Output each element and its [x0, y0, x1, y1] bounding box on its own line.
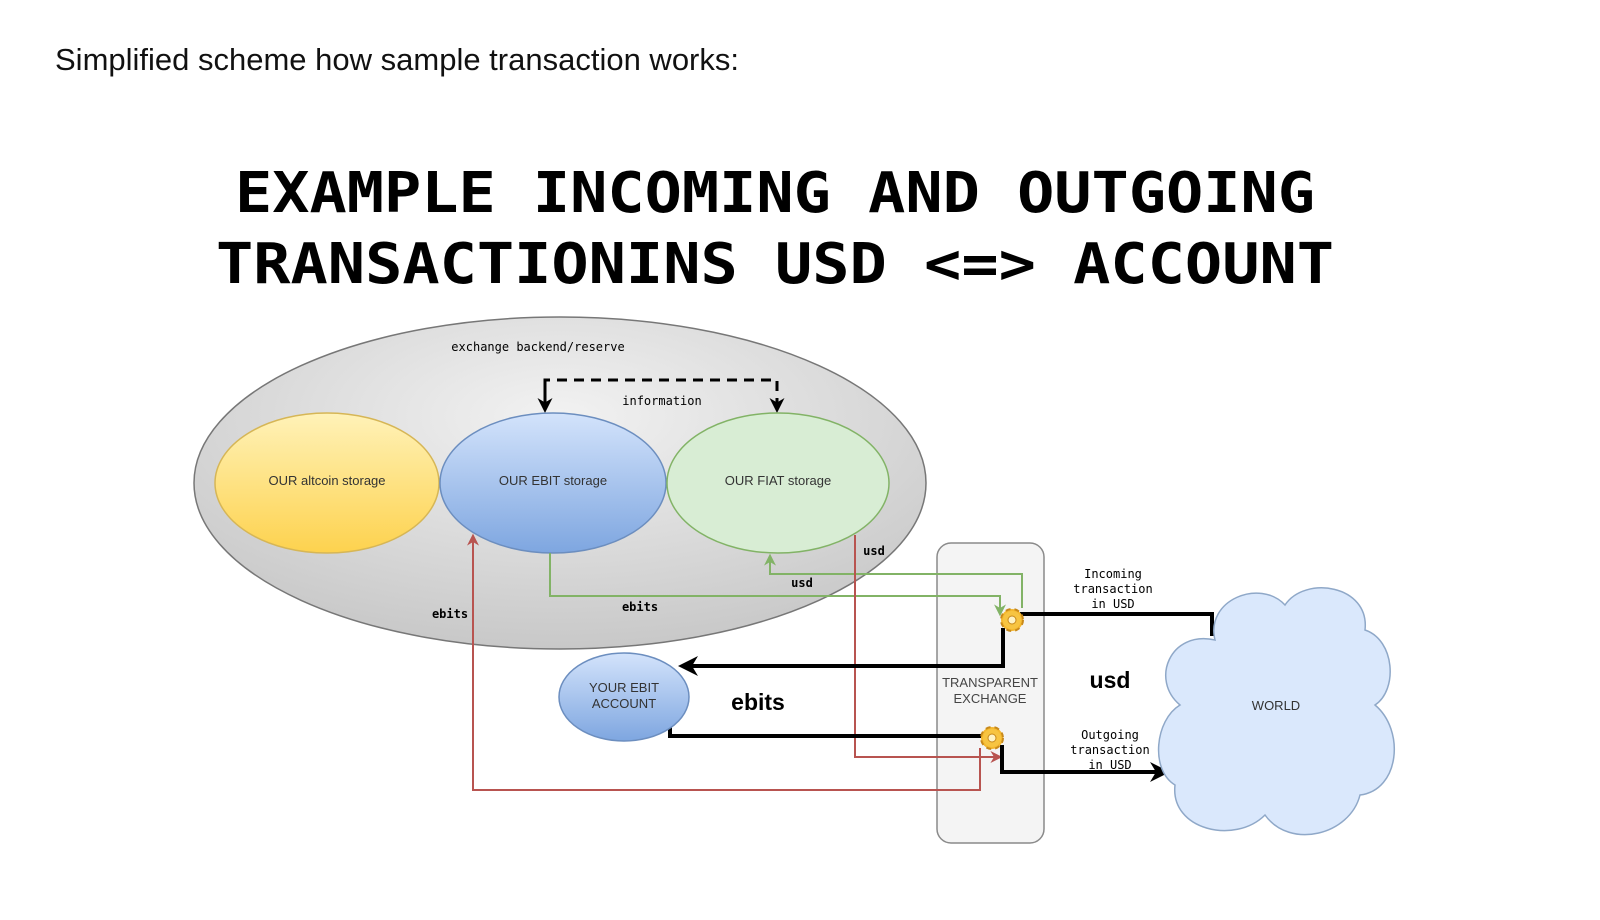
backend-label: exchange backend/reserve [451, 340, 624, 354]
incoming-label-line1: Incoming [1084, 567, 1142, 581]
red-usd-label: usd [863, 544, 885, 558]
green-ebits-flow [549, 553, 1006, 617]
ebits-to-account-arrow [678, 628, 1005, 676]
fiat-storage-label: OUR FIAT storage [725, 473, 831, 488]
information-label: information [622, 394, 701, 408]
your-account-label-line2: ACCOUNT [592, 696, 656, 711]
green-usd-flow [764, 553, 1023, 608]
ebit-storage [439, 412, 667, 554]
incoming-label-line3: in USD [1091, 597, 1134, 611]
outgoing-usd-arrow [1000, 745, 1170, 782]
your-account-label-line1: YOUR EBIT [589, 680, 659, 695]
diagram-title-line1: EXAMPLE INCOMING AND OUTGOING [235, 161, 1315, 226]
green-usd-label: usd [791, 576, 813, 590]
account-to-exchange-line [668, 726, 985, 738]
gear-icon [1000, 608, 1024, 632]
your-ebit-account [558, 652, 690, 742]
incoming-label-line2: transaction [1073, 582, 1152, 596]
information-dashed-arrow [543, 378, 785, 413]
gear-icon [980, 726, 1004, 750]
diagram-title-line2: TRANSACTIONINS USD <=> ACCOUNT [216, 232, 1334, 297]
ebit-storage-label: OUR EBIT storage [499, 473, 607, 488]
outgoing-label-line3: in USD [1088, 758, 1131, 772]
outgoing-label-line1: Outgoing [1081, 728, 1139, 742]
world-label: WORLD [1252, 698, 1300, 713]
intro-text: Simplified scheme how sample transaction… [55, 42, 739, 77]
red-ebits-flow [467, 533, 981, 791]
incoming-usd-line [1020, 612, 1214, 636]
ebits-flow-label: ebits [731, 689, 785, 715]
red-ebits-label: ebits [432, 607, 468, 621]
usd-flow-label: usd [1090, 667, 1131, 693]
green-ebits-label: ebits [622, 600, 658, 614]
altcoin-storage-label: OUR altcoin storage [268, 473, 385, 488]
exchange-label-line1: TRANSPARENT [942, 675, 1038, 690]
outgoing-label-line2: transaction [1070, 743, 1149, 757]
world-cloud [1157, 587, 1396, 836]
altcoin-storage [214, 412, 440, 554]
fiat-storage [666, 412, 890, 554]
red-usd-flow [854, 535, 1003, 763]
exchange-label-line2: EXCHANGE [954, 691, 1027, 706]
